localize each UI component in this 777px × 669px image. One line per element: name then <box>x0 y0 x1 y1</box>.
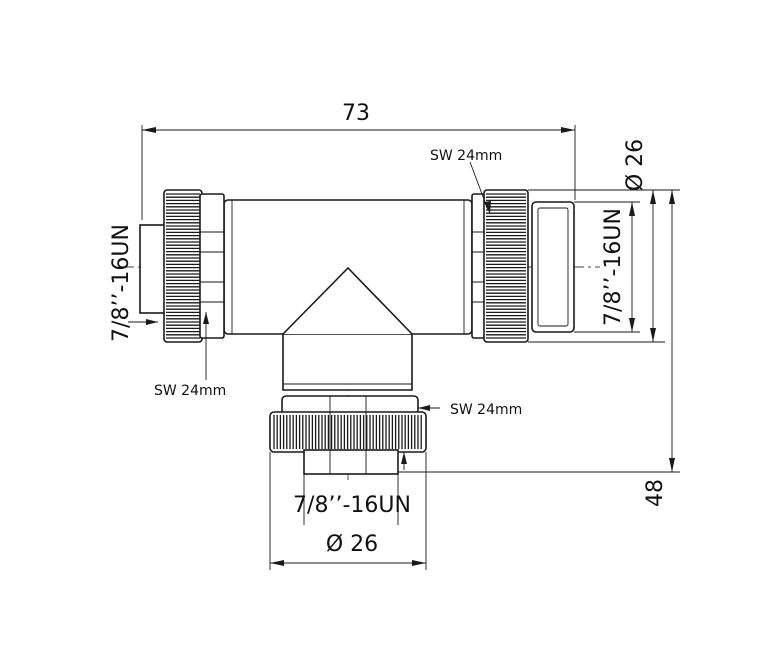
label-wrench-left: SW 24mm <box>154 383 226 399</box>
label-wrench-top-right: SW 24mm <box>430 148 502 164</box>
dim-overall-height: 48 <box>643 479 668 507</box>
label-right-thread: 7/8’’-16UN <box>601 208 626 326</box>
t-body <box>223 199 473 391</box>
left-coupling <box>139 189 225 343</box>
right-coupling <box>471 189 575 343</box>
bottom-coupling <box>269 395 427 475</box>
label-left-thread: 7/8’’-16UN <box>109 224 134 342</box>
dim-right-diameter: Ø 26 <box>623 139 648 191</box>
dim-overall-length: 73 <box>342 101 370 126</box>
label-bottom-thread: 7/8’’-16UN <box>293 493 411 518</box>
dimension-lines <box>128 125 680 570</box>
dim-bottom-diameter: Ø 26 <box>326 532 378 557</box>
label-wrench-bottom: SW 24mm <box>450 402 522 418</box>
